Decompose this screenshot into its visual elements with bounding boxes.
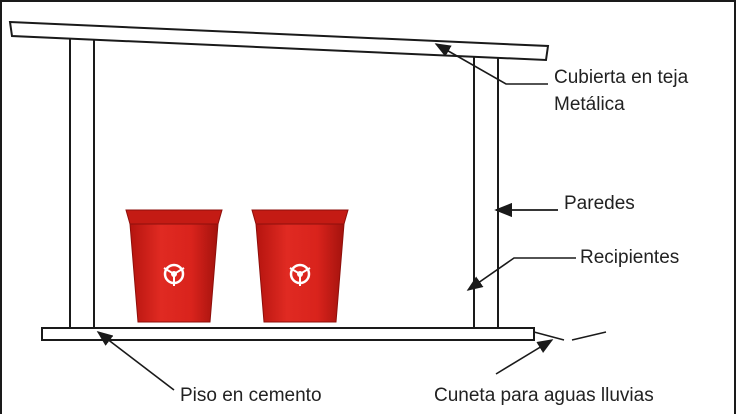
containers-leader xyxy=(466,257,576,291)
roof-label-line2: Metálica xyxy=(554,94,625,115)
roof-label-line1: Cubierta en teja xyxy=(554,67,689,88)
red-container xyxy=(251,209,349,323)
gutter-lines xyxy=(533,331,607,341)
walls-label: Paredes xyxy=(564,193,635,214)
roof-sheet xyxy=(8,20,550,62)
biohazard-icon xyxy=(289,263,311,286)
floor-slab xyxy=(41,327,535,341)
roof-leader xyxy=(434,43,548,85)
gutter-label: Cuneta para aguas lluvias xyxy=(434,385,654,406)
left-post xyxy=(69,37,95,329)
biohazard-icon xyxy=(163,263,185,286)
red-container xyxy=(125,209,223,323)
floor-label: Piso en cemento xyxy=(180,385,322,406)
containers-label: Recipientes xyxy=(580,247,680,268)
gutter-leader xyxy=(495,339,554,375)
floor-leader xyxy=(96,331,175,391)
right-post xyxy=(473,53,499,329)
